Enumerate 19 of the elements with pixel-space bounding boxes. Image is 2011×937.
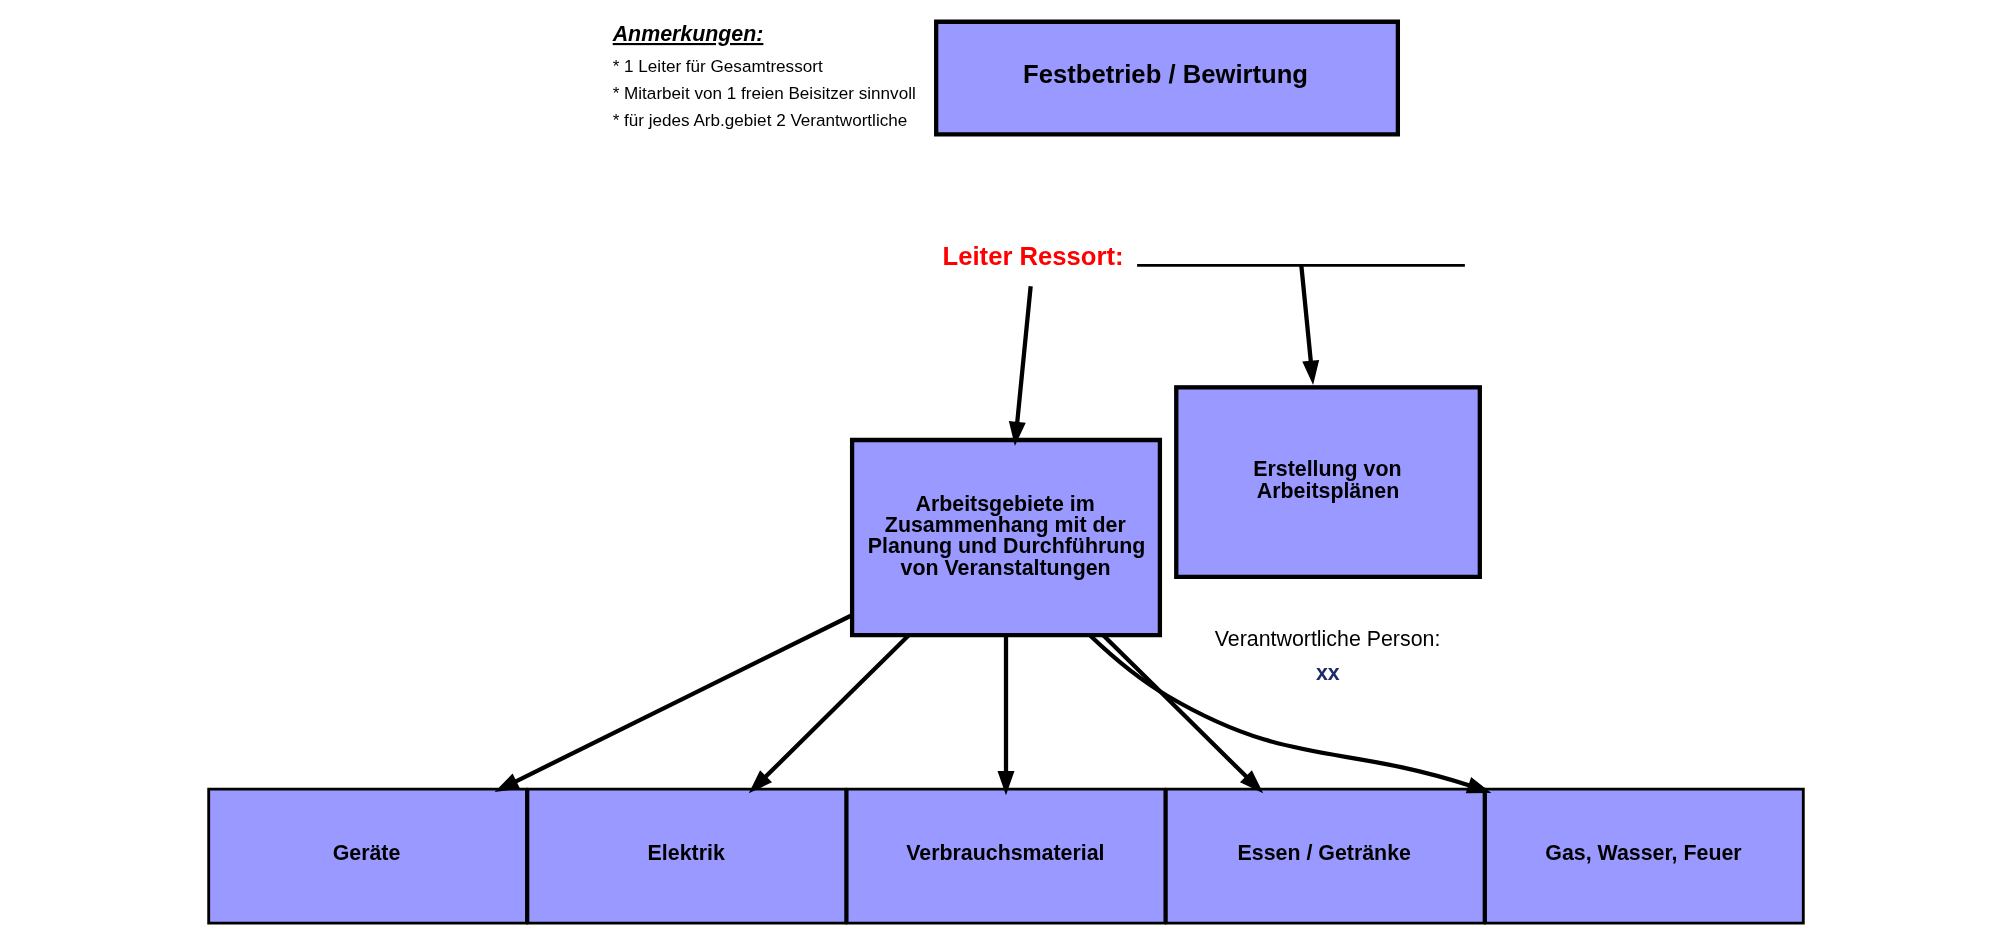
label: Anmerkungen:	[612, 21, 763, 46]
node-text: Leiter Ressort:	[942, 242, 1124, 271]
arrow	[997, 635, 1014, 796]
label: * 1 Leiter für Gesamtressort	[612, 56, 823, 76]
label: * für jedes Arb.gebiet 2 Verantwortliche	[612, 110, 907, 130]
arrow	[494, 613, 853, 792]
node-box: Geräte	[206, 787, 528, 925]
node-label: Verantwortliche Person:	[1214, 626, 1440, 651]
arrow	[1298, 265, 1319, 385]
node-box: Gas, Wasser, Feuer	[1483, 787, 1805, 925]
node-box: Elektrik	[526, 787, 847, 925]
node-box: Verbrauchsmaterial	[845, 787, 1166, 925]
label: * Mitarbeit von 1 freien Beisitzer sinnvoll	[612, 83, 916, 103]
node-label: xx	[1315, 661, 1340, 686]
node-box: Arbeitsgebiete im Zusammenhang mit der Planung und Durchführung von Veranstaltungen	[849, 437, 1162, 638]
node-line	[1136, 264, 1465, 267]
node-box: Essen / Getränke	[1164, 787, 1485, 925]
arrow	[1008, 286, 1033, 446]
node-box: Festbetrieb / Bewirtung	[933, 19, 1400, 137]
